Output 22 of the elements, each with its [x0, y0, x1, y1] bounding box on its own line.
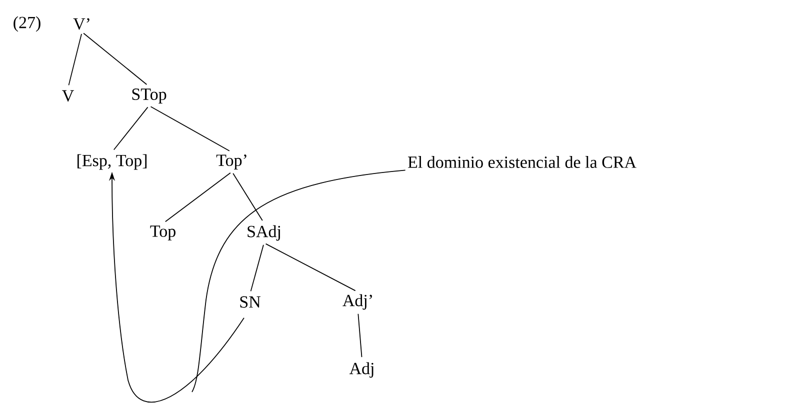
tree-branch: [83, 32, 148, 85]
tree-branch: [68, 33, 82, 86]
example-number: (27): [14, 16, 40, 32]
tree-label: Adj: [349, 362, 374, 378]
tree-label: Adj’: [342, 294, 372, 310]
tree-label: SAdj: [248, 225, 280, 241]
tree-label: Top’: [216, 154, 246, 170]
tree-branch: [250, 244, 264, 292]
tree-label: Top: [150, 226, 176, 240]
tree-branch: [113, 106, 148, 150]
tree-branch: [232, 172, 263, 221]
tree-label: V: [62, 90, 74, 102]
leader-line: [192, 170, 406, 392]
tree-branch: [150, 106, 230, 152]
tree-label: STop: [132, 88, 166, 104]
tree-label: V’: [73, 18, 90, 30]
tree-branch: [164, 172, 231, 222]
caption-text: El dominio existencial de la CRA: [408, 156, 636, 168]
tree-branch: [358, 313, 362, 358]
tree-label: SN: [240, 296, 260, 308]
tree-branch: [265, 243, 356, 292]
tree-label: [Esp, Top]: [78, 154, 147, 170]
